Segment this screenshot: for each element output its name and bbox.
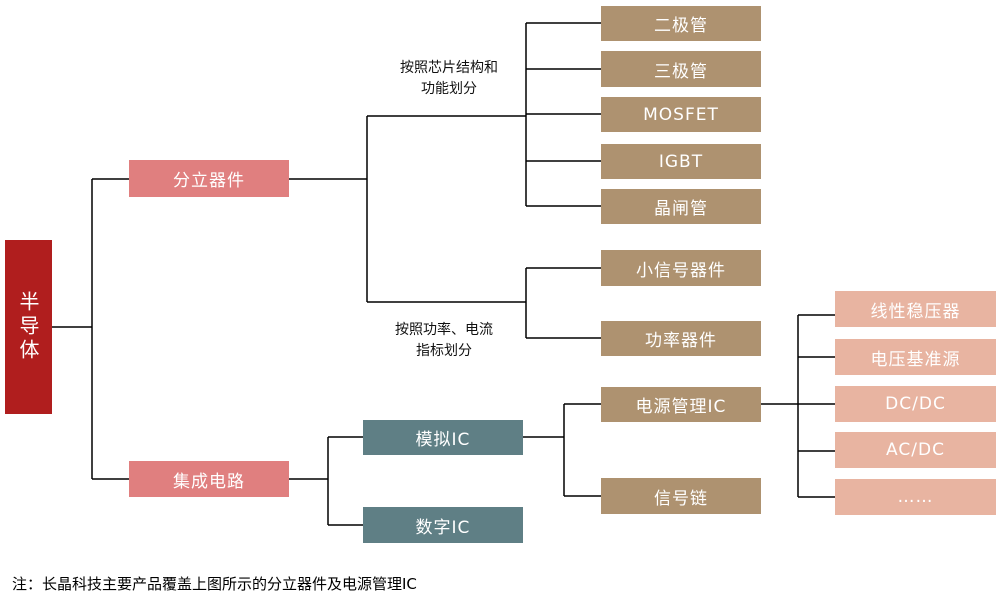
leaf-label: 信号链 [654,488,708,509]
integrated-circuit-node: 集成电路 [129,461,289,497]
pm-label: …… [897,487,934,507]
leaf-small-signal: 小信号器件 [601,250,761,286]
leaf-thyristor: 晶闸管 [601,189,761,224]
discrete-devices-node: 分立器件 [129,160,289,197]
analog-ic-label: 模拟IC [415,430,471,450]
leaf-label: 小信号器件 [636,260,726,281]
leaf-diode: 二极管 [601,6,761,41]
leaf-label: IGBT [658,151,704,172]
pm-linear-regulator: 线性稳压器 [835,291,996,327]
caption-line: 指标划分 [416,343,472,359]
pm-label: DC/DC [885,394,946,414]
analog-ic-node: 模拟IC [363,420,523,455]
pm-dc-dc: DC/DC [835,386,996,422]
pm-ac-dc: AC/DC [835,432,996,468]
pm-label: AC/DC [886,440,945,460]
root-node: 半导体 [5,240,52,414]
leaf-label: 二极管 [654,16,708,36]
leaf-mosfet: MOSFET [601,97,761,132]
leaf-transistor: 三极管 [601,51,761,87]
leaf-power-device: 功率器件 [601,321,761,356]
caption-line: 功能划分 [421,81,477,97]
leaf-label: 三极管 [654,61,708,82]
pm-more: …… [835,479,996,515]
digital-ic-label: 数字IC [415,517,471,538]
footnote: 注：长晶科技主要产品覆盖上图所示的分立器件及电源管理IC [12,575,417,593]
pm-label: 线性稳压器 [870,301,961,322]
leaf-label: MOSFET [643,104,719,125]
power-management-ic-node: 电源管理IC [601,387,761,422]
caption-line: 按照功率、电流 [395,322,493,338]
discrete-devices-label: 分立器件 [173,171,245,191]
integrated-circuit-label: 集成电路 [173,471,245,492]
caption-line: 按照芯片结构和 [400,60,498,76]
group-caption-structure: 按照芯片结构和 功能划分 [372,58,526,100]
pm-voltage-reference: 电压基准源 [835,339,996,375]
leaf-label: 电源管理IC [635,397,727,417]
pm-label: 电压基准源 [870,349,961,370]
leaf-igbt: IGBT [601,144,761,179]
signal-chain-node: 信号链 [601,478,761,514]
root-label: 半导体 [16,291,40,363]
digital-ic-node: 数字IC [363,507,523,543]
leaf-label: 晶闸管 [654,199,708,219]
leaf-label: 功率器件 [645,331,717,351]
group-caption-power: 按照功率、电流 指标划分 [367,320,521,362]
